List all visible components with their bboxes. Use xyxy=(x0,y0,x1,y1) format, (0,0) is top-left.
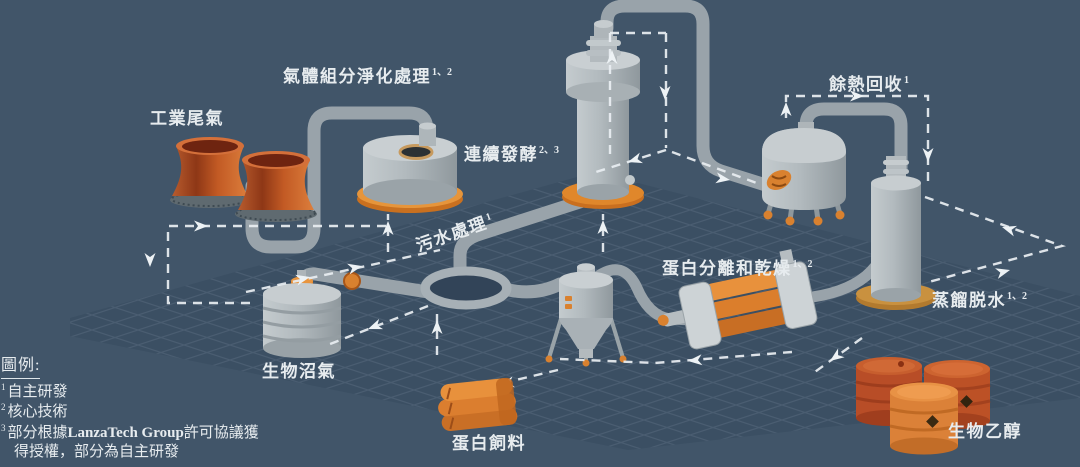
label-protein-feed: 蛋白飼料 xyxy=(452,434,526,453)
biogas-tank xyxy=(262,270,342,358)
label-distillation-dehydration: 蒸餾脱水1、2 xyxy=(932,291,1027,310)
label-waste-heat-recovery: 餘熱回收1 xyxy=(829,75,909,94)
label-biogas: 生物沼氣 xyxy=(262,362,336,381)
pipe-fermenter-to-pond xyxy=(453,190,602,277)
legend-brand: LanzaTech Group xyxy=(67,424,184,441)
gas-purification-unit xyxy=(357,122,463,213)
pipe-fermenter-top-loop xyxy=(600,0,779,194)
legend-item-3-line2: 得授權，部分為自主研發 xyxy=(14,444,180,461)
waste-heat-tank xyxy=(762,122,846,226)
label-gas-purification: 氣體組分淨化處理1、2 xyxy=(283,67,452,86)
label-continuous-fermentation: 連續發酵2、3 xyxy=(464,145,559,164)
fermenter-column xyxy=(562,20,644,209)
label-bioethanol: 生物乙醇 xyxy=(948,422,1022,441)
protein-dryer-unit xyxy=(657,249,818,350)
distillation-column xyxy=(856,156,936,310)
pipe-tailgas-to-purifier xyxy=(245,106,434,254)
label-protein-separation-drying: 蛋白分離和乾燥1、2 xyxy=(662,259,813,278)
protein-feed-bags xyxy=(438,377,518,432)
wastewater-pond xyxy=(420,266,512,310)
legend-title: 圖例: xyxy=(1,356,41,379)
pipe-tank-to-column xyxy=(799,102,908,175)
cooling-towers xyxy=(170,137,317,222)
drum-front xyxy=(889,382,959,455)
pipe-valve xyxy=(343,272,361,290)
cyclone-hopper xyxy=(545,263,627,367)
pipes xyxy=(245,0,908,326)
label-industrial-tail-gas: 工業尾氣 xyxy=(150,109,224,128)
ethanol-drums xyxy=(855,357,991,455)
